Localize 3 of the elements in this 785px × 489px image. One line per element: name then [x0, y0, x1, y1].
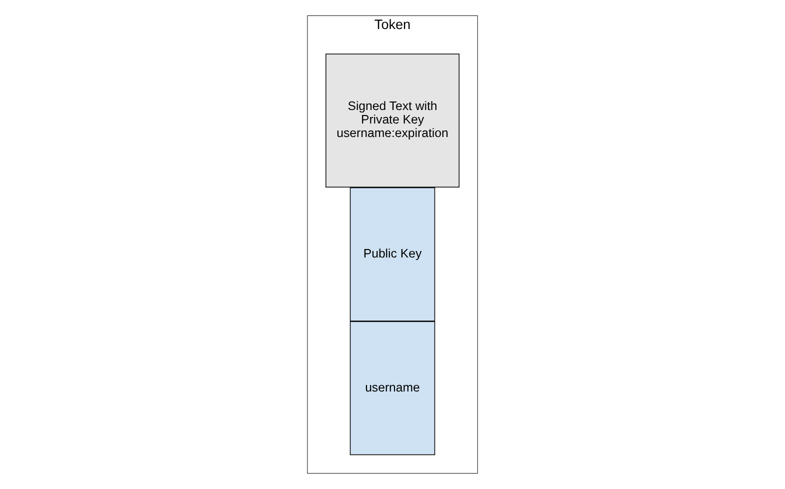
node-box: username: [350, 321, 436, 456]
node-box: Signed Text with Private Key username:expiration: [326, 54, 460, 188]
node-box: Public Key: [350, 187, 436, 322]
